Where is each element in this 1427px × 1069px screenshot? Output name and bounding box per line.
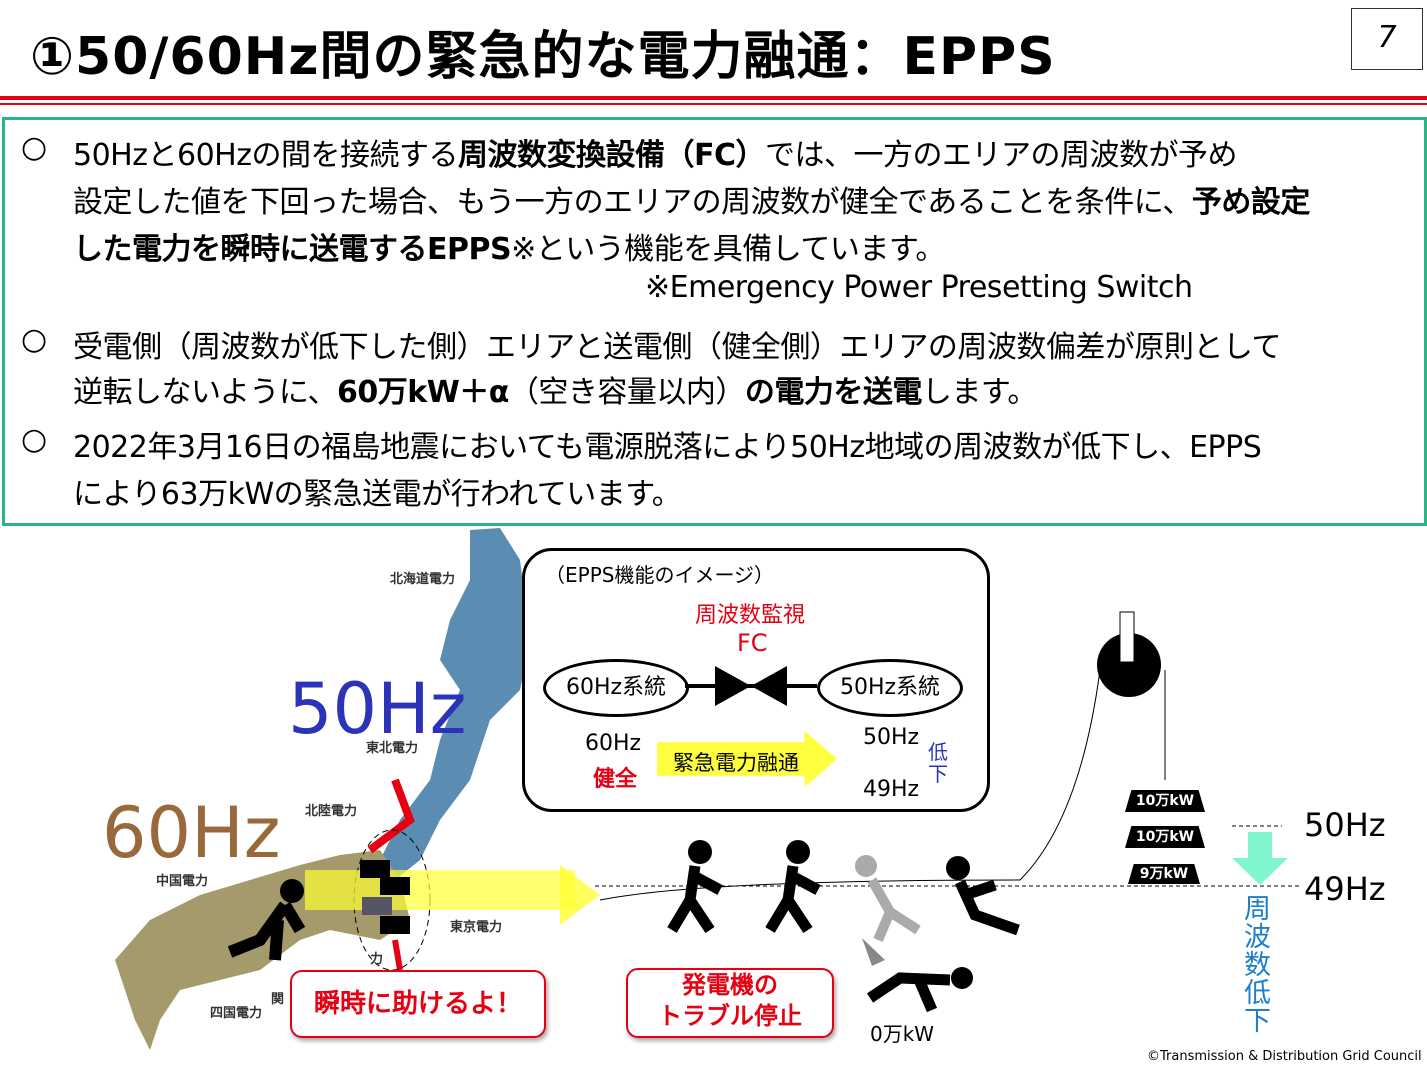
frequency-drop-arrow bbox=[1232, 832, 1288, 885]
bullet-marker: ○ bbox=[21, 422, 48, 457]
bullet-2-line-1: 受電側（周波数が低下した側）エリアと送電側（健全側）エリアの周波数偏差が原則とし… bbox=[73, 330, 1282, 365]
region-tohoku: 東北電力 bbox=[366, 741, 419, 756]
50hz-system: 50Hz系統 bbox=[817, 659, 963, 717]
monitor-label: 周波数監視 bbox=[695, 603, 806, 628]
epps-note: ※Emergency Power Presetting Switch bbox=[645, 270, 1193, 305]
region-hokkaido: 北海道電力 bbox=[390, 572, 456, 587]
transfer-label: 緊急電力融通 bbox=[673, 751, 799, 775]
region-tokyo: 東京電力 bbox=[450, 920, 503, 935]
fc-label: FC bbox=[737, 629, 768, 657]
region-shikoku: 四国電力 bbox=[210, 1006, 263, 1021]
japan-map-illustration bbox=[115, 528, 1300, 1050]
right-frequency-top: 50Hz bbox=[863, 725, 920, 750]
page-number: 7 bbox=[1351, 8, 1423, 70]
left-status: 健全 bbox=[593, 767, 638, 792]
slide-title: ①50/60Hz間の緊急的な電力融通：EPPS bbox=[30, 27, 1056, 87]
label-60hz: 60Hz bbox=[102, 792, 281, 874]
scale-49hz: 49Hz bbox=[1304, 870, 1386, 908]
label-50hz: 50Hz bbox=[288, 668, 467, 750]
power-flow-band bbox=[305, 870, 575, 910]
header-divider-bottom bbox=[0, 103, 1427, 105]
east-japan-region bbox=[380, 528, 530, 880]
pulley-icon bbox=[1097, 633, 1161, 697]
rope bbox=[599, 669, 1101, 901]
help-callout: 瞬時に助けるよ！ bbox=[290, 970, 546, 1038]
weight-3: 9万kW bbox=[1128, 864, 1200, 884]
bullet-1-line-1: 50Hzと60Hzの間を接続する周波数変換設備（FC）では、一方のエリアの周波数… bbox=[73, 138, 1237, 173]
drop-label: 低下 bbox=[928, 740, 948, 786]
copyright: ©Transmission & Distribution Grid Counci… bbox=[1147, 1049, 1422, 1064]
summary-box: ○ 50Hzと60Hzの間を接続する周波数変換設備（FC）では、一方のエリアの周… bbox=[2, 117, 1427, 526]
region-hokuriku: 北陸電力 bbox=[305, 804, 358, 819]
bullet-3-line-1: 2022年3月16日の福島地震においても電源脱落により50Hz地域の周波数が低下… bbox=[73, 430, 1262, 465]
trouble-callout: 発電機のトラブル停止 bbox=[626, 968, 834, 1038]
fc-transmission-line bbox=[367, 778, 415, 854]
bullet-2-line-2: 逆転しないように、60万kW＋α（空き容量以内）の電力を送電します。 bbox=[73, 375, 1037, 410]
person-icons bbox=[227, 840, 1020, 1013]
generator-zero-output: 0万kW bbox=[870, 1022, 935, 1046]
scale-50hz: 50Hz bbox=[1304, 806, 1386, 844]
region-chugoku: 中国電力 bbox=[156, 874, 209, 889]
bullet-marker: ○ bbox=[21, 322, 48, 357]
bullet-3-line-2: により63万kWの緊急送電が行われています。 bbox=[73, 477, 682, 512]
frequency-drop-label: 周波数低下 bbox=[1244, 894, 1271, 1037]
left-frequency: 60Hz bbox=[585, 731, 642, 756]
power-flow-arrow-head bbox=[560, 865, 600, 925]
region-chubu-partial: 力 bbox=[370, 952, 384, 967]
region-kansai-partial: 関 bbox=[271, 992, 285, 1007]
bullet-1-line-3: した電力を瞬時に送電するEPPS※という機能を具備しています。 bbox=[73, 232, 945, 267]
bubble-title: （EPPS機能のイメージ） bbox=[545, 563, 775, 587]
fall-arrow-icon bbox=[862, 938, 885, 966]
60hz-system: 60Hz系統 bbox=[543, 659, 689, 717]
weight-2: 10万kW bbox=[1125, 826, 1205, 848]
fc-converter-icon bbox=[685, 666, 817, 706]
header-divider-top bbox=[0, 96, 1427, 100]
frequency-converter-icons bbox=[360, 860, 410, 934]
bullet-1-line-2: 設定した値を下回った場合、もう一方のエリアの周波数が健全であることを条件に、予め… bbox=[73, 185, 1310, 220]
epps-image-bubble: （EPPS機能のイメージ） 周波数監視 FC 60Hz系統 50Hz系統 60H… bbox=[522, 548, 990, 812]
weight-1: 10万kW bbox=[1125, 790, 1205, 812]
bullet-marker: ○ bbox=[21, 130, 48, 165]
right-frequency-bottom: 49Hz bbox=[863, 777, 920, 802]
